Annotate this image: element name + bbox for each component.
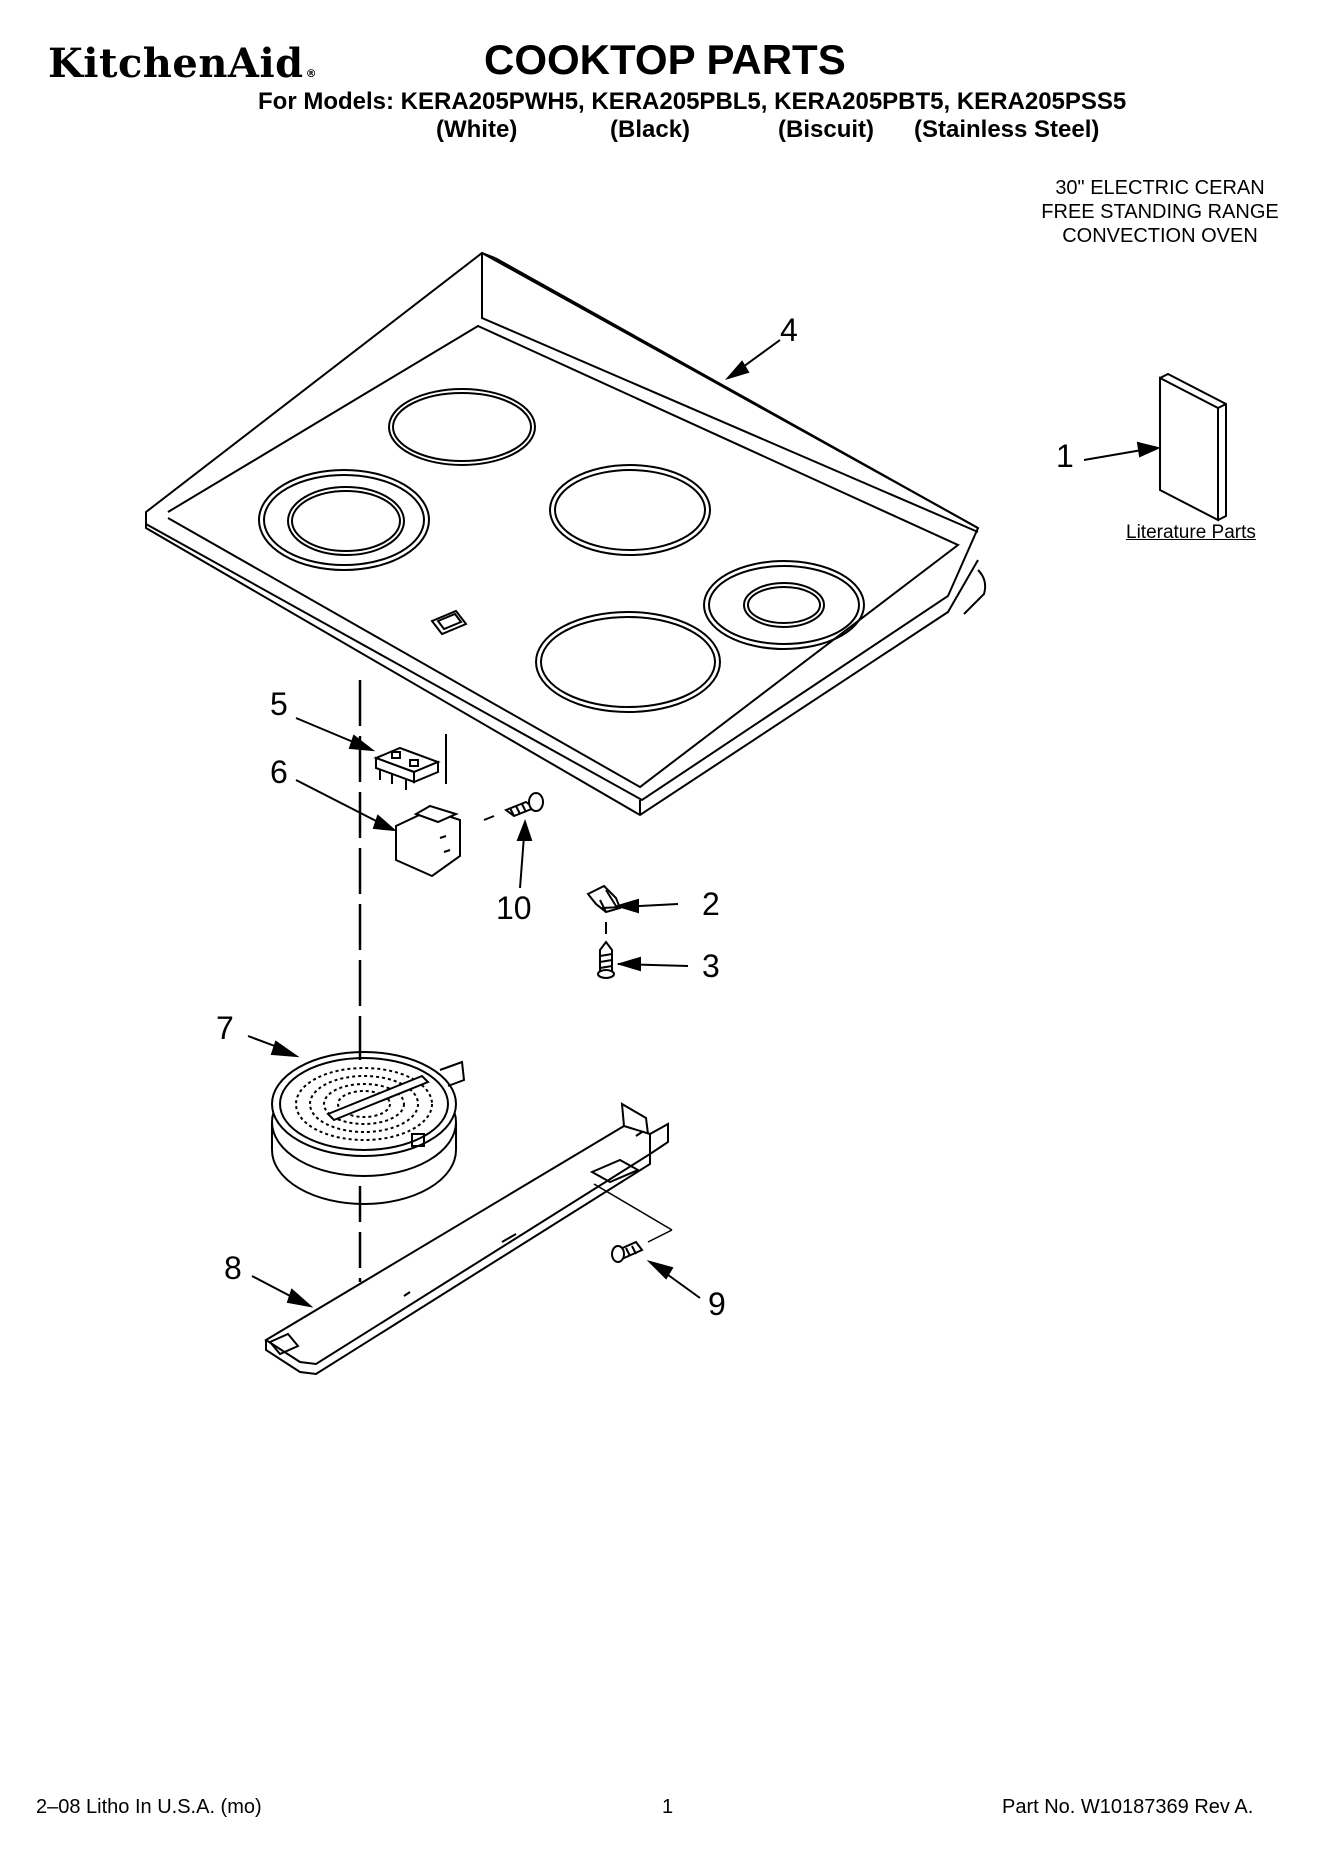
callout-1: 1 [1056,438,1074,474]
cooktop-glass [145,251,987,817]
callout-9: 9 [708,1286,726,1322]
page-title: COOKTOP PARTS [484,36,846,83]
registered-mark: ® [305,67,318,80]
brand-name: KitchenAid [48,40,304,87]
callout-8: 8 [224,1250,242,1286]
color-black: (Black) [610,116,691,143]
description-line-3: CONVECTION OVEN [1062,225,1258,247]
models-line: For Models: KERA205PWH5, KERA205PBL5, KE… [258,88,1127,115]
callout-5: 5 [270,686,288,722]
callout-2: 2 [702,886,720,922]
literature-parts-label: Literature Parts [1126,522,1256,543]
switch-bracket [395,804,495,878]
literature-booklet [1159,372,1227,522]
callout-7: 7 [216,1010,234,1046]
callout-3: 3 [702,948,720,984]
callout-10: 10 [496,890,532,926]
screw-3 [597,940,615,979]
screw-9 [611,1240,644,1263]
footer-part-number: Part No. W10187369 Rev A. [1002,1796,1254,1818]
product-description: 30" ELECTRIC CERAN FREE STANDING RANGE C… [1010,176,1310,248]
footer-litho: 2–08 Litho In U.S.A. (mo) [36,1796,262,1818]
callout-4: 4 [780,312,798,348]
cooktop-clip [586,884,622,934]
radiant-surface-element [271,1051,466,1205]
brand-logo: KitchenAid® [48,40,317,87]
indicator-switch [373,734,447,790]
footer-page-number: 1 [662,1796,674,1818]
callout-6: 6 [270,754,288,790]
color-stainless: (Stainless Steel) [914,116,1100,143]
description-line-2: FREE STANDING RANGE [1041,201,1279,223]
screw-10 [503,792,544,818]
leader-arrows [247,339,1162,1308]
description-line-1: 30" ELECTRIC CERAN [1055,177,1265,199]
color-biscuit: (Biscuit) [778,116,874,143]
element-support-channel [264,1102,669,1376]
color-white: (White) [436,116,518,143]
